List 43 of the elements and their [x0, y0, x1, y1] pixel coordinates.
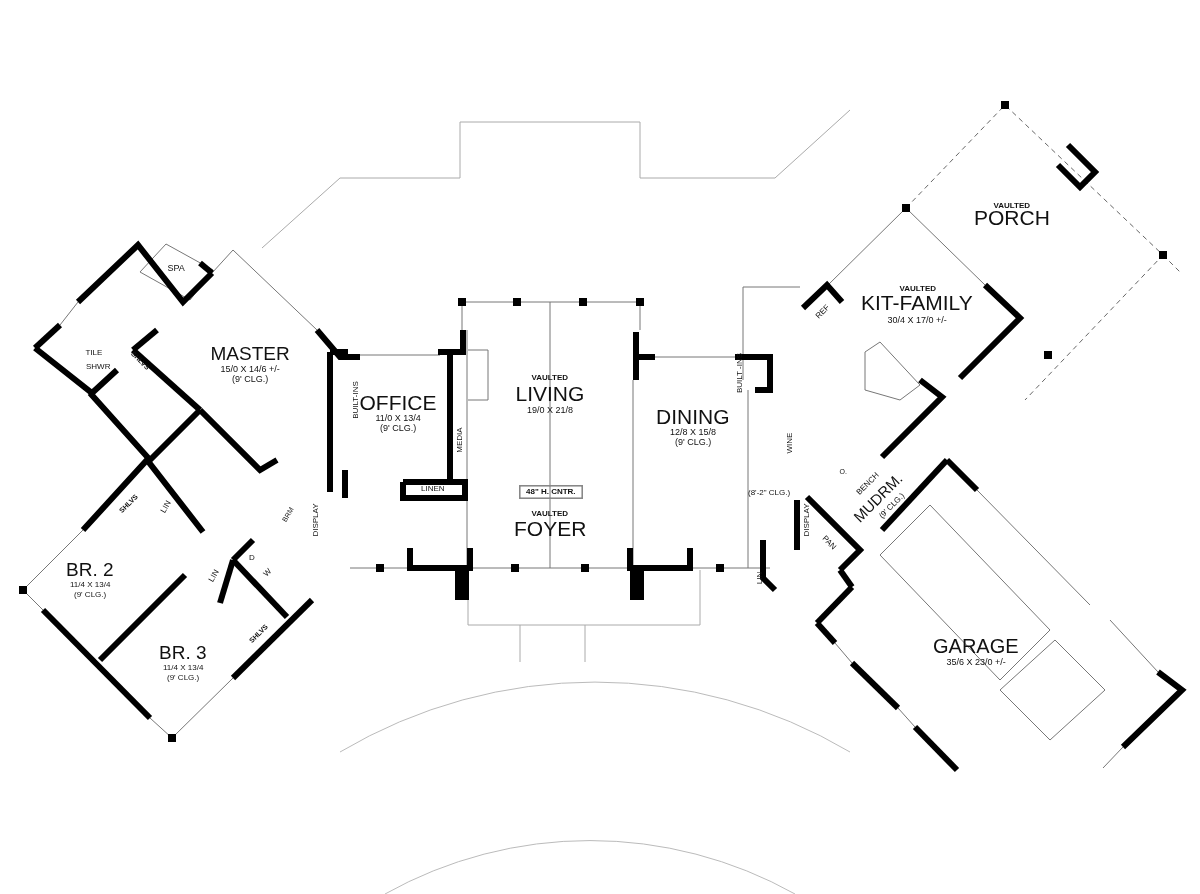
ceiling-note: (8'-2" CLG.)	[748, 489, 791, 497]
ceiling-note: (9' CLG.)	[675, 437, 712, 447]
storage-label: DISPLAY	[311, 503, 320, 537]
room-dimension: 30/4 X 17/0 +/-	[887, 315, 947, 325]
room-dimension: 11/4 X 13/4	[163, 664, 204, 672]
room-name: LIVING	[515, 382, 585, 404]
ceiling-note: (9' CLG.)	[167, 674, 200, 682]
ceiling-note: (9' CLG.)	[232, 374, 269, 384]
ceiling-note: VAULTED	[899, 285, 937, 293]
fixture-label: SPA	[167, 263, 185, 273]
storage-label: WINE	[785, 432, 794, 454]
storage-label: BUILT-INS	[351, 381, 360, 419]
room-dimension: 11/4 X 13/4	[70, 581, 111, 589]
storage-label: BUILT -INS	[736, 352, 745, 394]
appliance-label: D	[249, 554, 255, 562]
room-name: MASTER	[210, 343, 290, 363]
room-name: OFFICE	[359, 391, 437, 413]
room-name: BR. 2	[66, 559, 114, 579]
ceiling-note: (9' CLG.)	[380, 423, 417, 433]
storage-label: LINEN	[421, 485, 445, 493]
fixture-label: SHWR	[86, 363, 111, 371]
ceiling-note: (9' CLG.)	[74, 591, 107, 599]
ceiling-note: VAULTED	[531, 374, 569, 382]
storage-label: LIN	[159, 499, 173, 515]
storage-label: MEDIA	[455, 427, 464, 453]
fixture-label: TILE	[85, 349, 103, 357]
room-name: BR. 3	[159, 642, 207, 662]
storage-label: DISPLAY	[802, 503, 811, 537]
room-name: KIT-FAMILY	[861, 291, 973, 313]
storage-label: LIN	[756, 571, 765, 585]
room-dimension: 12/8 X 15/8	[670, 427, 717, 437]
room-dimension: 11/0 X 13/4	[375, 413, 421, 423]
storage-label: LIN	[207, 568, 221, 584]
ceiling-note: VAULTED	[993, 202, 1031, 210]
room-dimension: 35/6 X 23/0 +/-	[946, 657, 1006, 667]
room-name: GARAGE	[933, 636, 1019, 656]
ceiling-note: VAULTED	[531, 510, 569, 518]
room-dimension: 15/0 X 14/6 +/-	[220, 364, 280, 374]
counter-height-note: 48" H. CNTR.	[519, 485, 583, 499]
appliance-label: W	[262, 567, 274, 579]
room-dimension: 19/0 X 21/8	[527, 405, 574, 415]
room-name: DINING	[656, 405, 730, 427]
room-name: FOYER	[514, 517, 587, 539]
